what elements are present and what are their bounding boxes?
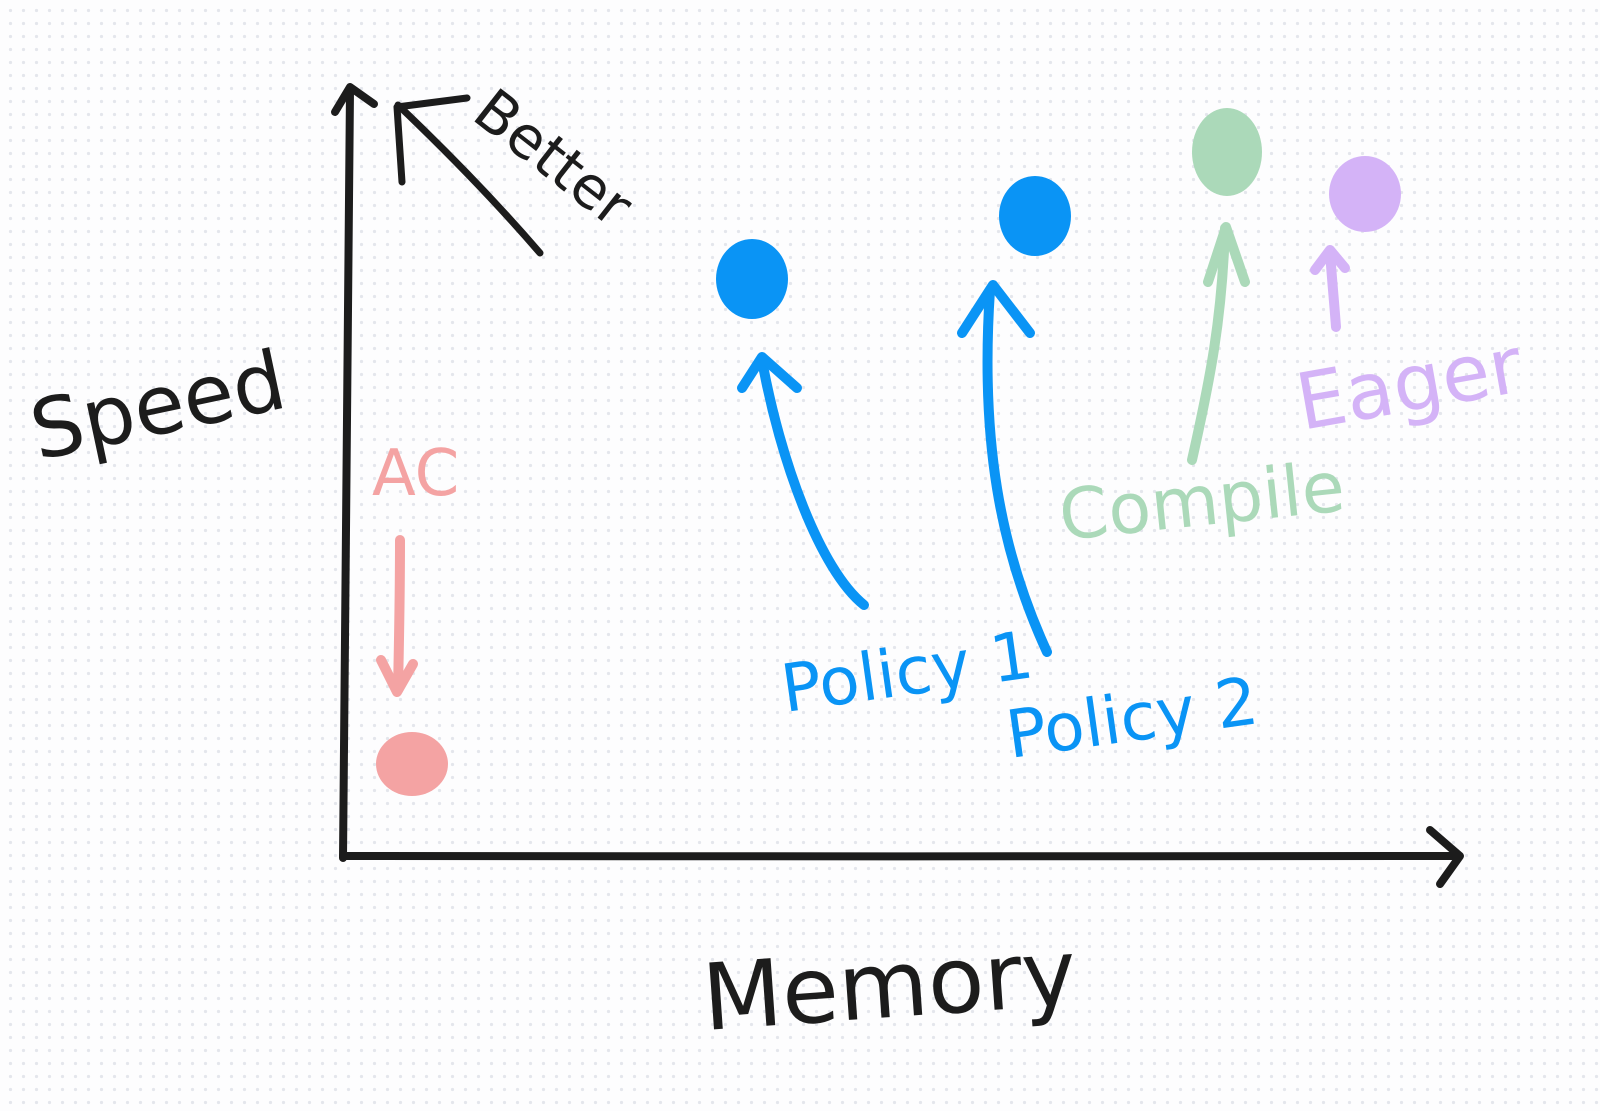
series-ac: AC bbox=[372, 437, 459, 796]
ac-label: AC bbox=[372, 437, 459, 511]
policy1-arrowhead-icon bbox=[737, 352, 802, 393]
better-arrow-icon bbox=[394, 101, 544, 257]
ac-arrowhead-icon bbox=[376, 655, 418, 697]
better-indicator: Better bbox=[393, 75, 646, 257]
policy2-arrow-icon bbox=[982, 285, 1052, 657]
compile-arrow-icon bbox=[1187, 223, 1230, 465]
axes bbox=[331, 83, 1464, 888]
compile-label: Compile bbox=[1055, 445, 1348, 556]
ac-point[interactable] bbox=[376, 732, 448, 796]
policy2-arrowhead-icon bbox=[957, 280, 1035, 338]
better-label: Better bbox=[461, 75, 645, 240]
eager-arrowhead-icon bbox=[1310, 245, 1350, 275]
better-arrowhead-icon bbox=[393, 94, 471, 186]
series-eager: Eager bbox=[1290, 156, 1530, 449]
policy1-point[interactable] bbox=[716, 239, 788, 319]
eager-label: Eager bbox=[1290, 321, 1530, 449]
eager-arrow-icon bbox=[1325, 247, 1341, 332]
y-axis-arrowhead-icon bbox=[331, 83, 378, 116]
policy2-point[interactable] bbox=[999, 176, 1071, 256]
policy1-arrow-icon bbox=[757, 355, 869, 610]
compile-arrowhead-icon bbox=[1203, 222, 1250, 287]
x-axis-label: Memory bbox=[699, 919, 1080, 1052]
series-compile: Compile bbox=[1055, 108, 1349, 557]
y-axis-label: Speed bbox=[22, 333, 293, 479]
ac-arrow-icon bbox=[393, 535, 405, 695]
x-axis-arrowhead-icon bbox=[1426, 826, 1464, 888]
eager-point[interactable] bbox=[1329, 156, 1401, 232]
policy1-label: Policy 1 bbox=[777, 616, 1038, 727]
compile-point[interactable] bbox=[1192, 108, 1262, 196]
policy2-label: Policy 2 bbox=[1002, 662, 1263, 773]
y-axis-line bbox=[339, 86, 354, 862]
